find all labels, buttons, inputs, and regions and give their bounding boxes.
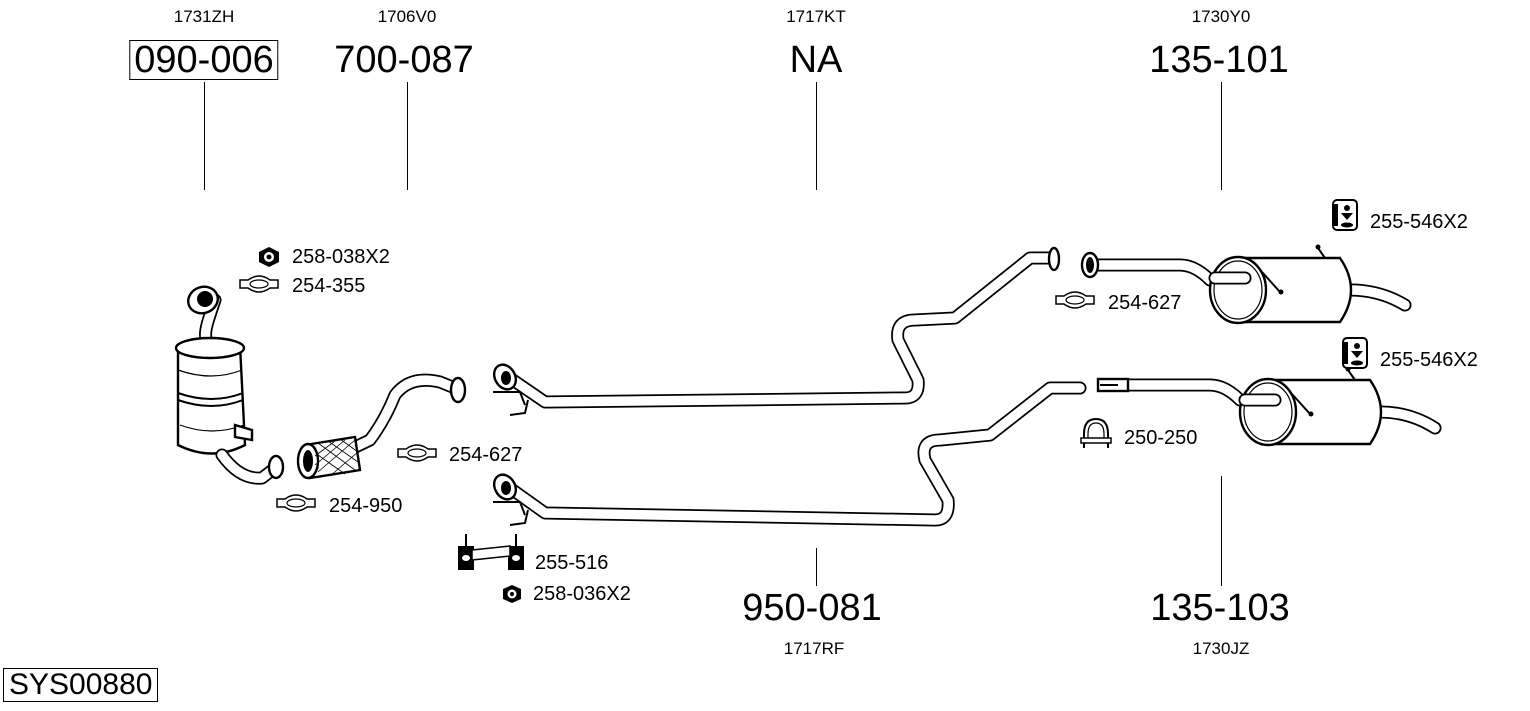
part-number-front-pipe[interactable]: 700-087: [334, 39, 474, 81]
clamp-icon: [276, 494, 316, 512]
rear-muffler-lower-drawing: [1096, 366, 1442, 447]
rear-muffler-upper-drawing: [1080, 244, 1412, 325]
part-number-rear-muffler-upper[interactable]: 135-101: [1149, 39, 1289, 81]
ref-code-1706v0: 1706V0: [377, 7, 437, 26]
accessory-label-258-036x2[interactable]: 258-036X2: [533, 583, 631, 605]
ref-code-1730y0: 1730Y0: [1191, 7, 1251, 26]
ref-code-1731zh: 1731ZH: [173, 7, 235, 26]
accessory-label-255-546x2[interactable]: 255-546X2: [1380, 349, 1478, 371]
catalytic-converter-drawing: [174, 285, 285, 485]
clamp-icon: [1055, 291, 1095, 309]
system-id-label: SYS00880: [3, 668, 159, 702]
accessory-label-255-516[interactable]: 255-516: [535, 552, 609, 574]
accessory-label-254-627[interactable]: 254-627: [449, 444, 523, 466]
ref-code-1717rf: 1717RF: [783, 639, 845, 658]
rubber-hanger-icon: [1332, 199, 1358, 231]
nut-icon: [503, 585, 521, 603]
ref-code-1717kt: 1717KT: [786, 7, 846, 26]
accessory-label-255-546x2[interactable]: 255-546X2: [1370, 211, 1468, 233]
accessory-label-250-250[interactable]: 250-250: [1124, 427, 1198, 449]
leader-line: [1221, 82, 1222, 190]
nut-icon: [259, 247, 279, 267]
leader-line: [816, 82, 817, 190]
front-pipe-drawing: [296, 373, 467, 480]
leader-line: [204, 82, 205, 190]
part-number-centre-pipe-upper[interactable]: NA: [789, 39, 843, 81]
clamp-icon: [239, 275, 279, 293]
leader-line: [1221, 476, 1222, 586]
part-number-centre-pipe-lower[interactable]: 950-081: [742, 587, 882, 629]
u-clamp-icon: [1080, 417, 1112, 448]
accessory-label-258-038x2[interactable]: 258-038X2: [292, 246, 390, 268]
part-number-catalytic-converter[interactable]: 090-006: [129, 40, 279, 80]
accessory-label-254-627[interactable]: 254-627: [1108, 292, 1182, 314]
part-number-rear-muffler-lower[interactable]: 135-103: [1150, 587, 1290, 629]
leader-line: [407, 82, 408, 190]
rubber-hanger-icon: [1342, 337, 1368, 369]
clamp-icon: [397, 444, 437, 462]
accessory-label-254-355[interactable]: 254-355: [292, 275, 366, 297]
ref-code-1730jz: 1730JZ: [1192, 639, 1250, 658]
centre-pipe-lower-drawing: [492, 381, 1087, 527]
accessory-label-254-950[interactable]: 254-950: [329, 495, 403, 517]
rubber-mount-bracket-icon: [458, 534, 524, 570]
centre-pipe-upper-drawing: [492, 246, 1061, 416]
leader-line: [816, 548, 817, 586]
